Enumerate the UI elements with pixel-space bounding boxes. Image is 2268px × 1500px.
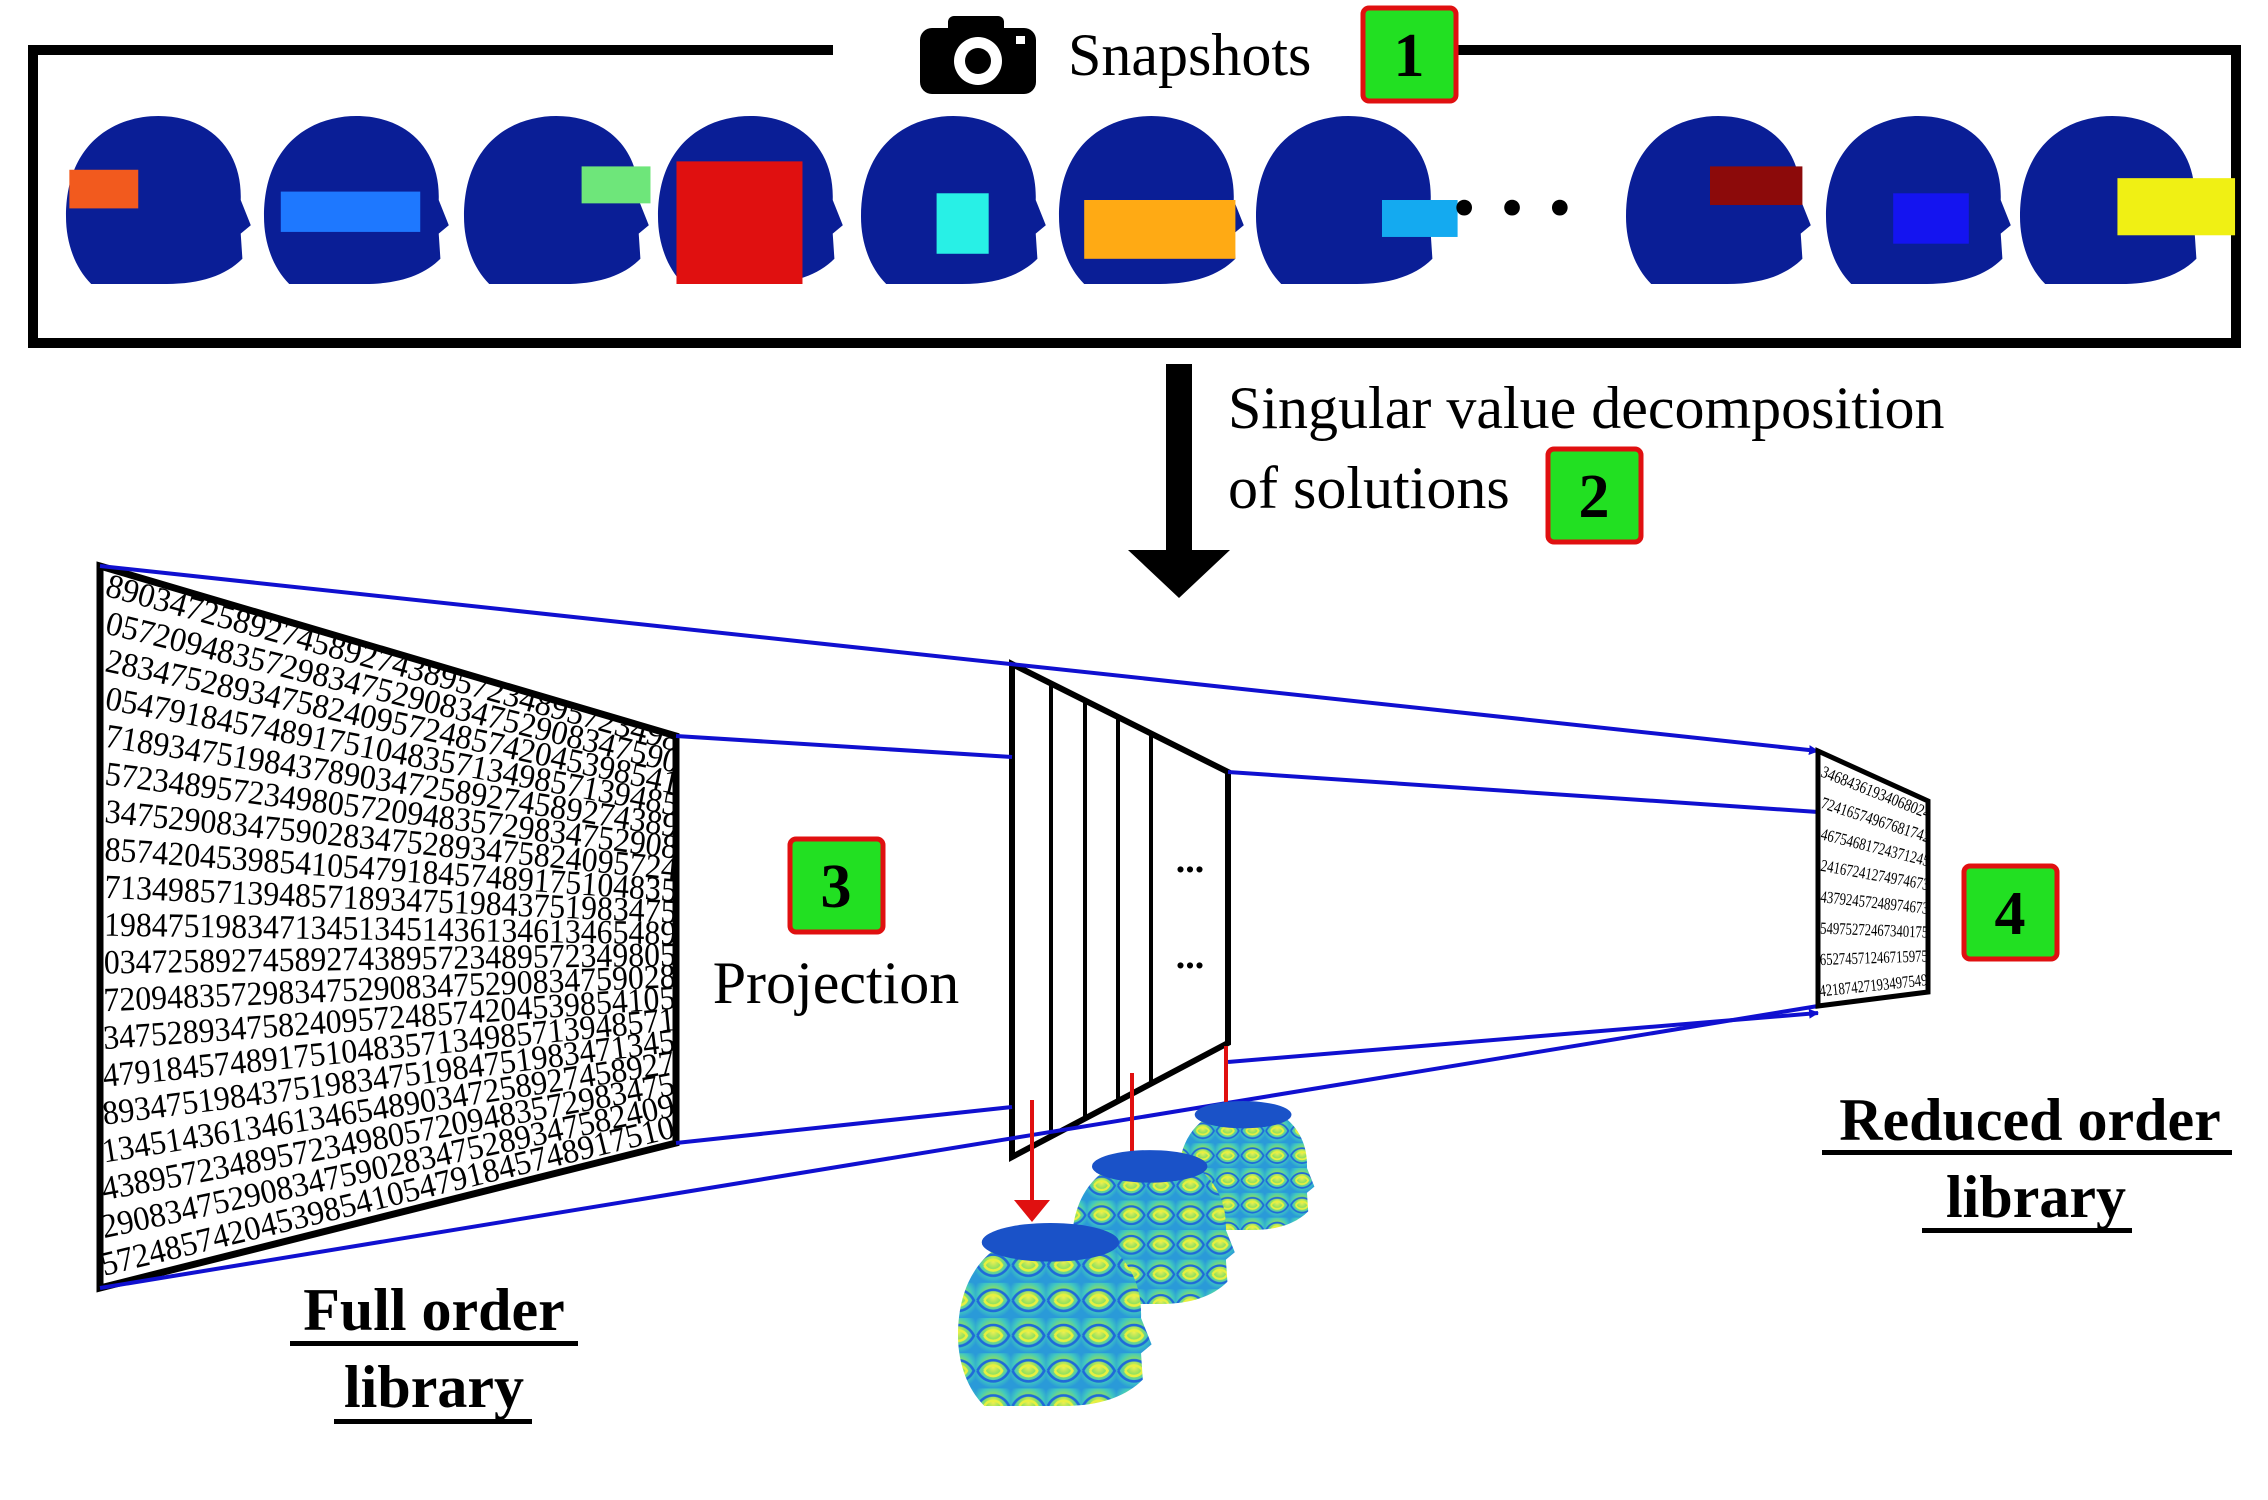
basis-ellipsis-upper: ... [1176,839,1205,881]
snapshot-patch [1893,193,1969,244]
step-number-2: 2 [1579,463,1610,531]
snapshot-head [2020,116,2236,284]
snapshot-heads [66,116,2236,284]
reduced-matrix-row: 65274571246715975 [1819,946,1928,969]
projection-label: Projection [713,950,960,1016]
snapshot-head [1059,116,1244,284]
reduced-order-matrix: 3468436193406802472416574967681742467546… [1815,747,1931,1009]
snapshot-patch [280,191,421,232]
svd-down-arrow [1128,364,1230,598]
snapshot-patch [1382,200,1458,237]
full-order-label-line1: Full order [303,1277,565,1343]
snapshots-ellipsis: ••• [1448,178,1592,241]
top-inner-line-b [1227,770,1819,814]
snapshots-panel [28,45,2241,348]
full-order-label-line2: library [344,1354,524,1420]
snapshot-head [1826,116,2011,284]
result-head-near [958,1222,1152,1406]
full-order-label: Full order library [290,1277,578,1424]
snapshot-patch [676,161,803,284]
reduced-matrix-row: 54975272467340175 [1820,919,1929,942]
snapshot-head [861,116,1046,284]
step-badge-4: 4 [1961,863,2060,962]
reduced-order-label-line1: Reduced order [1839,1087,2221,1153]
step-badge-2: 2 [1545,446,1644,545]
reduced-order-label: Reduced order library [1822,1087,2232,1233]
snapshot-patch [581,166,651,204]
snapshot-head [658,116,843,284]
snapshot-head [1626,116,1811,284]
snapshot-patch [1084,200,1236,259]
projection-basis [1009,659,1231,1162]
top-inner-line-a [675,734,1013,759]
bottom-outer-line [99,1004,1819,1290]
full-matrix-row: 034725892745892743895723489572349805 [104,937,677,982]
snapshot-patch [936,193,989,254]
step-number-3: 3 [821,853,852,921]
full-order-matrix: 8903472589274589274389572348957234980572… [96,561,680,1293]
snapshot-head [1256,116,1458,284]
step-number-1: 1 [1394,22,1425,90]
top-outer-arrow [99,564,1819,756]
reduced-order-label-line2: library [1946,1164,2126,1230]
step-badge-1: 1 [1360,5,1459,104]
snapshot-head [464,116,651,284]
step-badge-3: 3 [787,836,886,935]
bottom-inner-line [675,1105,1013,1145]
snapshot-head [264,116,449,284]
snapshots-title: Snapshots [1068,22,1311,88]
snapshot-patch [1710,166,1803,206]
svd-label-line2: of solutions [1228,455,1510,521]
basis-ellipsis-lower: ... [1176,935,1205,977]
svd-label-line1: Singular value decomposition [1228,375,1945,441]
snapshot-patch [69,169,139,209]
camera-icon [920,16,1036,94]
projection-lines [99,564,1819,1290]
snapshot-head [66,116,251,284]
snapshot-patch [2117,178,2236,236]
step-number-4: 4 [1995,880,2026,948]
full-matrix-row: 198475198347134513451436134613465489 [104,907,677,953]
